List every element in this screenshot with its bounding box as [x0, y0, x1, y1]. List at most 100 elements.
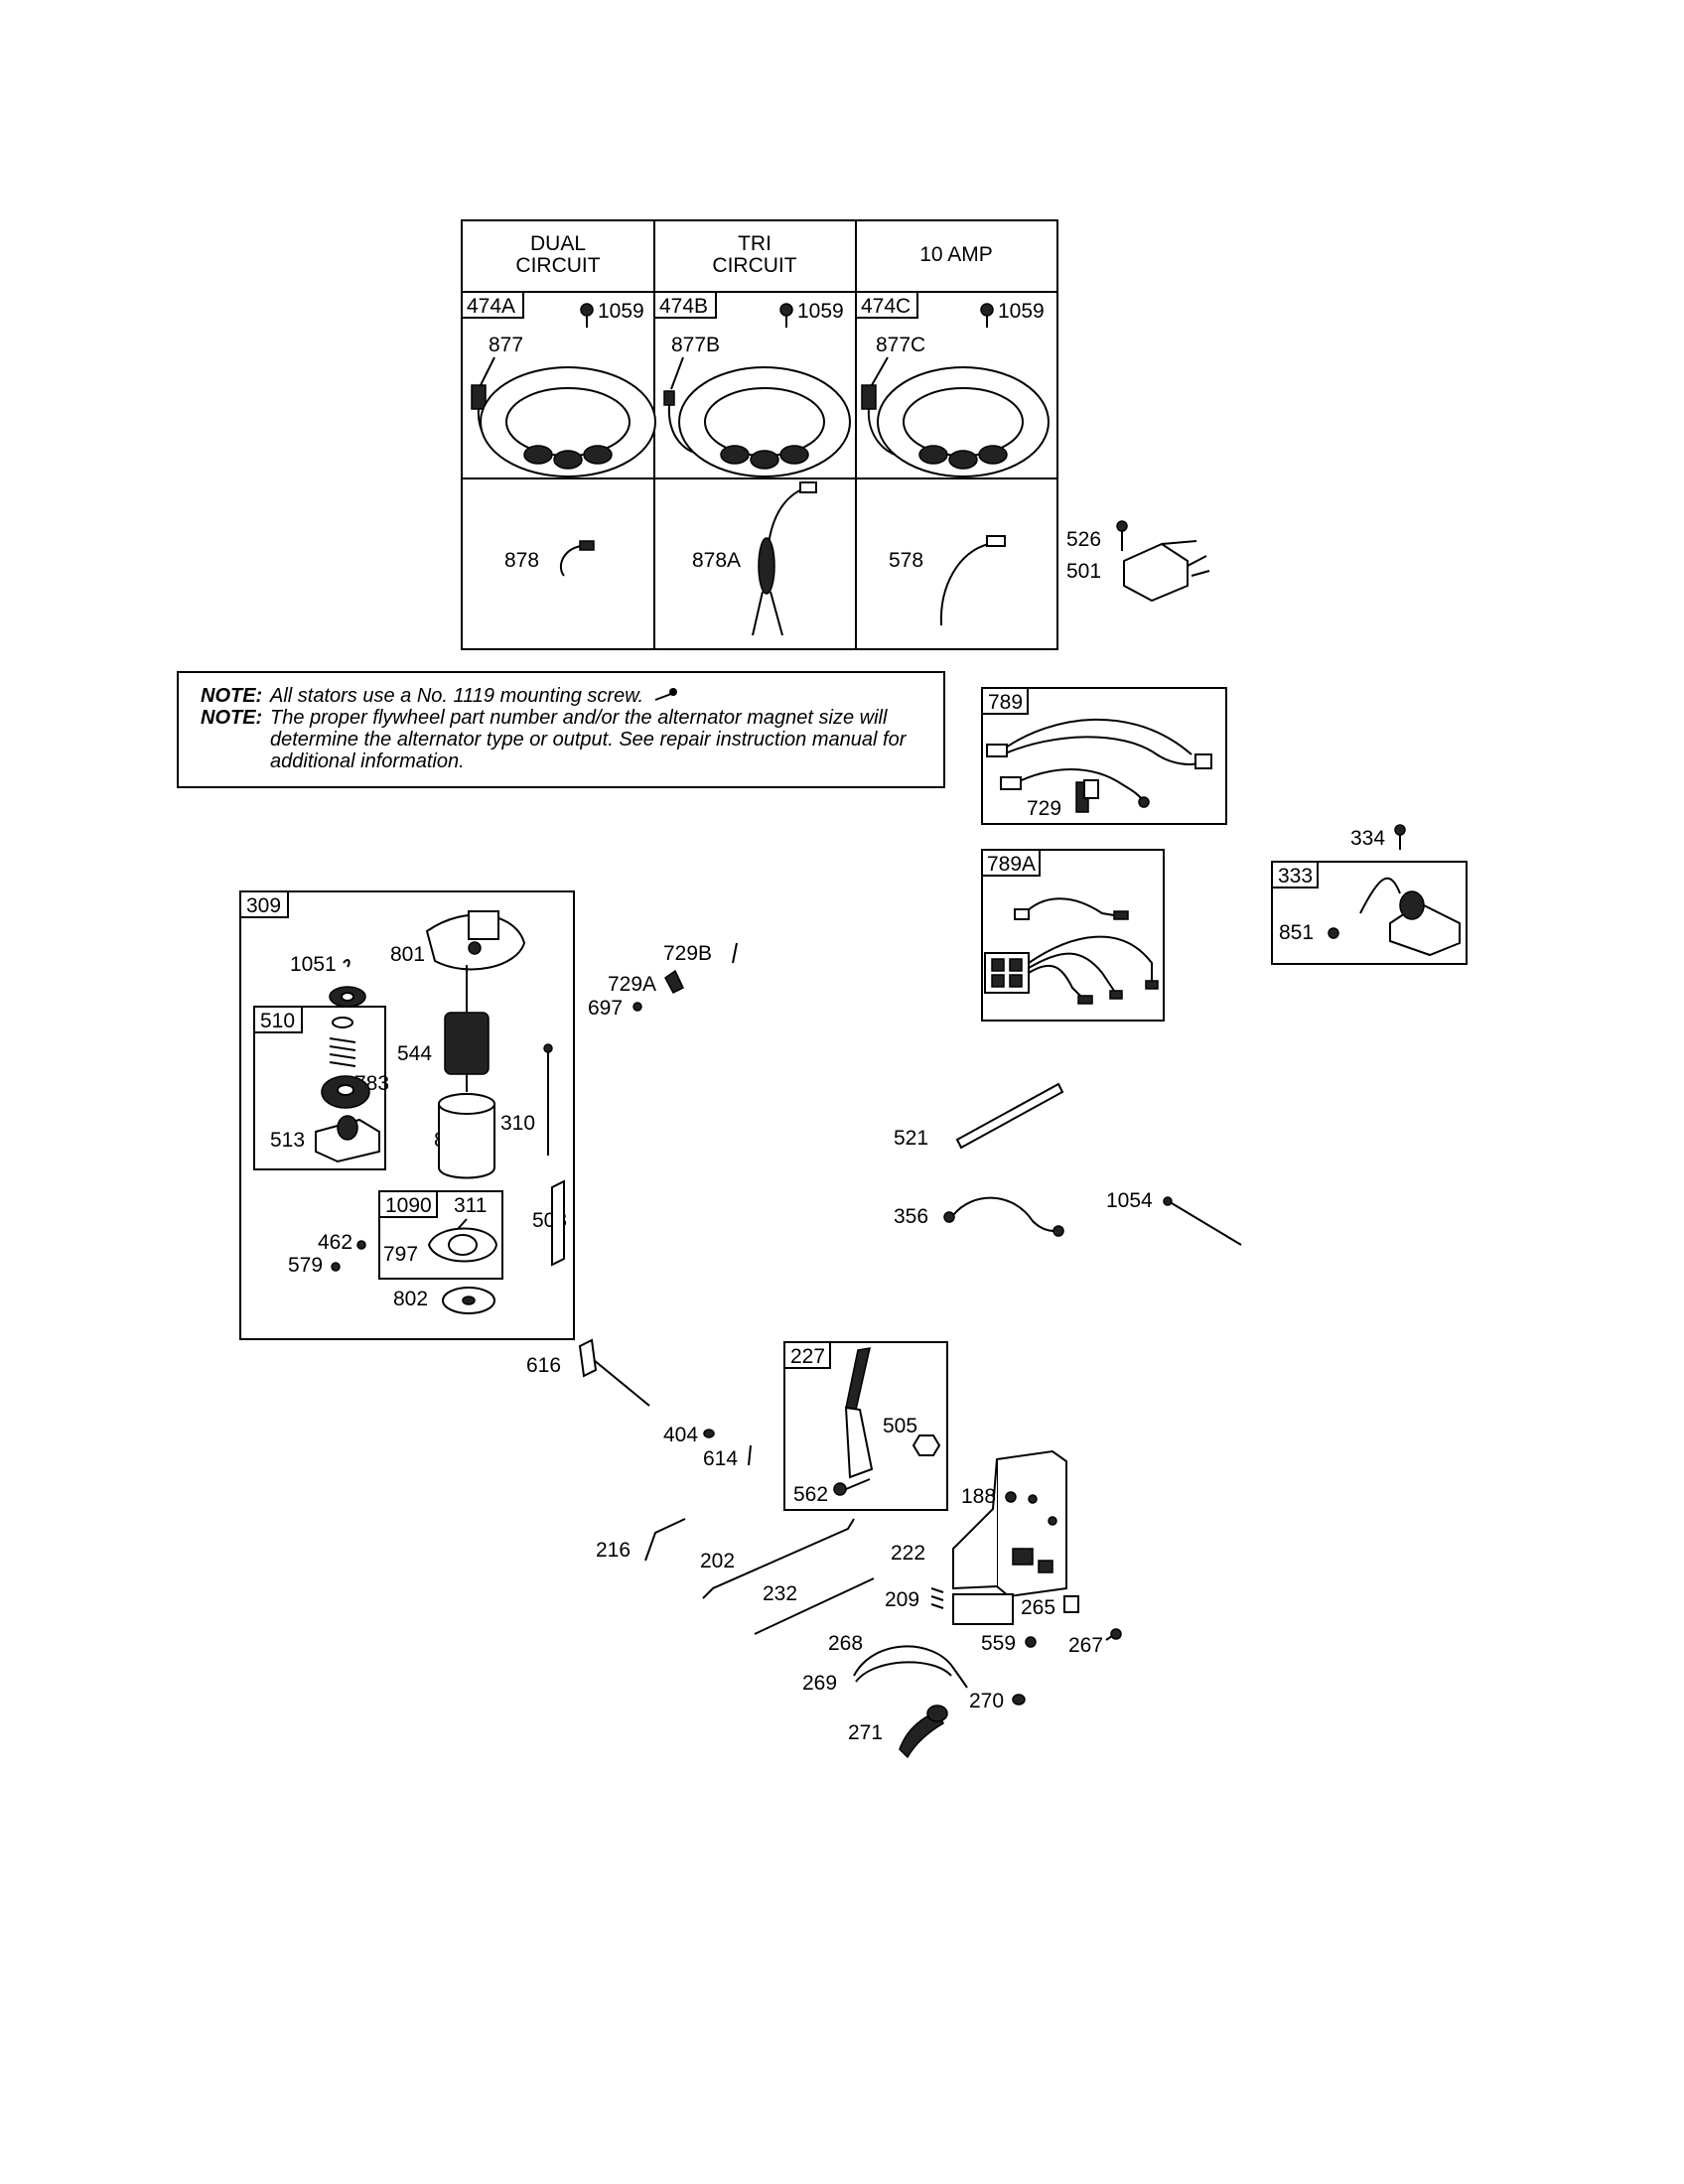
part-label-311: 311	[454, 1194, 487, 1217]
screw-icon	[580, 303, 594, 317]
part-label-729b: 729B	[663, 942, 712, 965]
screw-icon	[1116, 520, 1128, 532]
part-label-579: 579	[288, 1254, 323, 1277]
part-label-614: 614	[703, 1447, 738, 1470]
part-label-521: 521	[894, 1127, 928, 1150]
wire-harness-icon	[1002, 718, 1193, 755]
part-label-729a: 729A	[608, 973, 656, 996]
box-label-474a: 474A	[467, 295, 515, 318]
part-label-269: 269	[802, 1672, 837, 1695]
stator-cell-474a: 474A 1059 877	[461, 291, 656, 478]
part-label-209: 209	[885, 1588, 919, 1611]
part-label-878: 878	[504, 549, 539, 572]
header-tri-line2: CIRCUIT	[712, 254, 796, 277]
lead-label-877b: 877B	[671, 334, 720, 356]
regulator-icon	[1123, 542, 1189, 603]
spark-lead-icon	[1359, 877, 1401, 914]
part-label-851: 851	[1279, 921, 1314, 944]
ground-wire-icon	[952, 1196, 1055, 1232]
header-dual-line1: DUAL	[530, 232, 586, 255]
header-10amp: 10 AMP	[919, 243, 993, 266]
part-label-267: 267	[1068, 1634, 1103, 1657]
screw-label-474b: 1059	[797, 300, 844, 323]
note-stator-screw: NOTE: All stators use a No. 1119 mountin…	[201, 685, 921, 707]
note-flywheel: NOTE: The proper flywheel part number an…	[201, 707, 921, 772]
box-label-474b: 474B	[659, 295, 708, 318]
sub-box-1090	[378, 1190, 503, 1280]
stator-cell-474c: 474C 1059 877C	[855, 291, 1050, 478]
part-label-616: 616	[526, 1354, 561, 1377]
connector-cell-578: 578	[889, 535, 1006, 626]
part-label-356: 356	[894, 1205, 928, 1228]
stator-coil-icon	[678, 366, 851, 478]
spring-icon	[930, 1587, 944, 1609]
part-label-802: 802	[393, 1288, 428, 1310]
part-label-578: 578	[889, 549, 923, 572]
part-label-310: 310	[500, 1112, 535, 1135]
note-text: The proper flywheel part number and/or t…	[270, 707, 907, 772]
part-label-462: 462	[318, 1231, 352, 1254]
control-bracket-assembly	[952, 1449, 1067, 1625]
motor-housing-icon	[438, 1103, 495, 1179]
screw-label-474a: 1059	[598, 300, 644, 323]
box-label-474c: 474C	[861, 295, 911, 318]
part-label-268: 268	[828, 1632, 863, 1655]
box-label-333: 333	[1278, 865, 1313, 887]
part-label-271: 271	[848, 1721, 883, 1744]
screw-icon	[980, 303, 994, 317]
throttle-lever-icon	[899, 1710, 944, 1759]
starter-box-309: 309 1051 801 544 783 513 803 310 510	[239, 890, 575, 1340]
box-label-227: 227	[790, 1345, 825, 1368]
part-label-232: 232	[763, 1582, 797, 1605]
box-label-789a: 789A	[987, 853, 1036, 876]
governor-lever-icon	[845, 1347, 871, 1411]
header-dual-line2: CIRCUIT	[515, 254, 600, 277]
box-label-510: 510	[260, 1010, 295, 1032]
drive-base-icon	[315, 1118, 380, 1163]
screw-icon	[1394, 824, 1406, 836]
part-label-544: 544	[397, 1042, 432, 1065]
header-tri-line1: TRI	[738, 232, 772, 255]
part-label-797: 797	[383, 1243, 418, 1266]
part-label-526: 526	[1066, 528, 1101, 551]
harness-icon	[768, 487, 805, 545]
part-label-501: 501	[1066, 560, 1101, 583]
armature-icon	[444, 1012, 490, 1075]
part-label-801: 801	[390, 943, 425, 966]
harness-box-789a: 789A	[981, 849, 1165, 1022]
bracket-icon	[551, 1179, 565, 1267]
stator-coil-icon	[480, 366, 656, 478]
note-key: NOTE:	[201, 707, 263, 729]
stator-cell-474b: 474B 1059 877B	[653, 291, 851, 478]
spring-icon	[329, 1037, 356, 1067]
part-label-270: 270	[969, 1690, 1004, 1712]
connector-cell-878a: 878A	[692, 481, 817, 636]
ignition-box-333: 334 333 851	[1271, 824, 1468, 965]
part-label-188: 188	[961, 1485, 996, 1508]
part-label-222: 222	[891, 1542, 925, 1565]
screw-icon	[654, 688, 677, 701]
regulator-assembly: 526 501	[1066, 520, 1210, 603]
wire-lead-icon	[939, 543, 990, 626]
notes-box: NOTE: All stators use a No. 1119 mountin…	[177, 671, 945, 788]
part-label-404: 404	[663, 1424, 698, 1446]
box-label-1090: 1090	[385, 1194, 432, 1217]
stator-coil-icon	[877, 366, 1050, 478]
note-key: NOTE:	[201, 685, 263, 707]
shaft-lever-icon	[578, 1338, 598, 1378]
connector-icon	[559, 545, 583, 577]
part-label-1054: 1054	[1106, 1189, 1153, 1212]
part-label-878a: 878A	[692, 549, 741, 572]
part-label-562: 562	[793, 1483, 828, 1506]
part-label-1051: 1051	[290, 953, 337, 976]
lever-box-227: 227 505 562	[783, 1341, 948, 1511]
cable-icon	[853, 1645, 968, 1689]
box-label-309: 309	[246, 894, 281, 917]
lead-label-877: 877	[489, 334, 523, 356]
wire-harness-icon	[1022, 897, 1115, 916]
screw-icon	[779, 303, 793, 317]
box-label-789: 789	[988, 691, 1023, 714]
part-label-202: 202	[700, 1550, 735, 1572]
tube-icon	[955, 1082, 1064, 1150]
cable-tie-icon	[1171, 1202, 1242, 1246]
